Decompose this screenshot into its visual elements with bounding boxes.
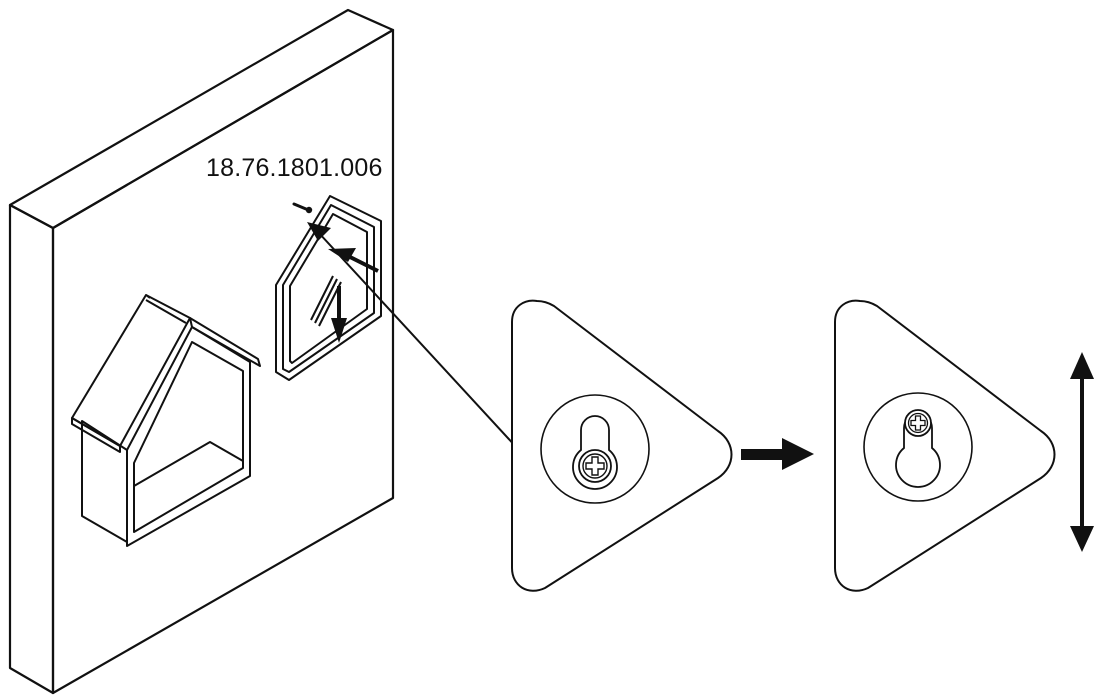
down-arrow-icon [331,286,347,343]
next-step-arrow-icon [741,438,814,470]
screw-head-icon [578,449,612,483]
glass-door-panel [275,195,382,381]
house-cabinet [71,294,261,547]
leader-line [317,231,519,450]
wall-panel [8,8,395,695]
hang-arrow-icon [307,222,331,241]
part-number-label: 18.76.1801.006 [206,154,383,182]
detail-callout-screw-in-slot [511,299,733,592]
keyhole-icon [572,415,618,490]
detail-callout-screw-locked [834,299,1056,592]
screw-head-icon [904,409,932,437]
screw-icon [292,202,313,214]
vertical-adjust-arrow-icon [1070,352,1094,552]
